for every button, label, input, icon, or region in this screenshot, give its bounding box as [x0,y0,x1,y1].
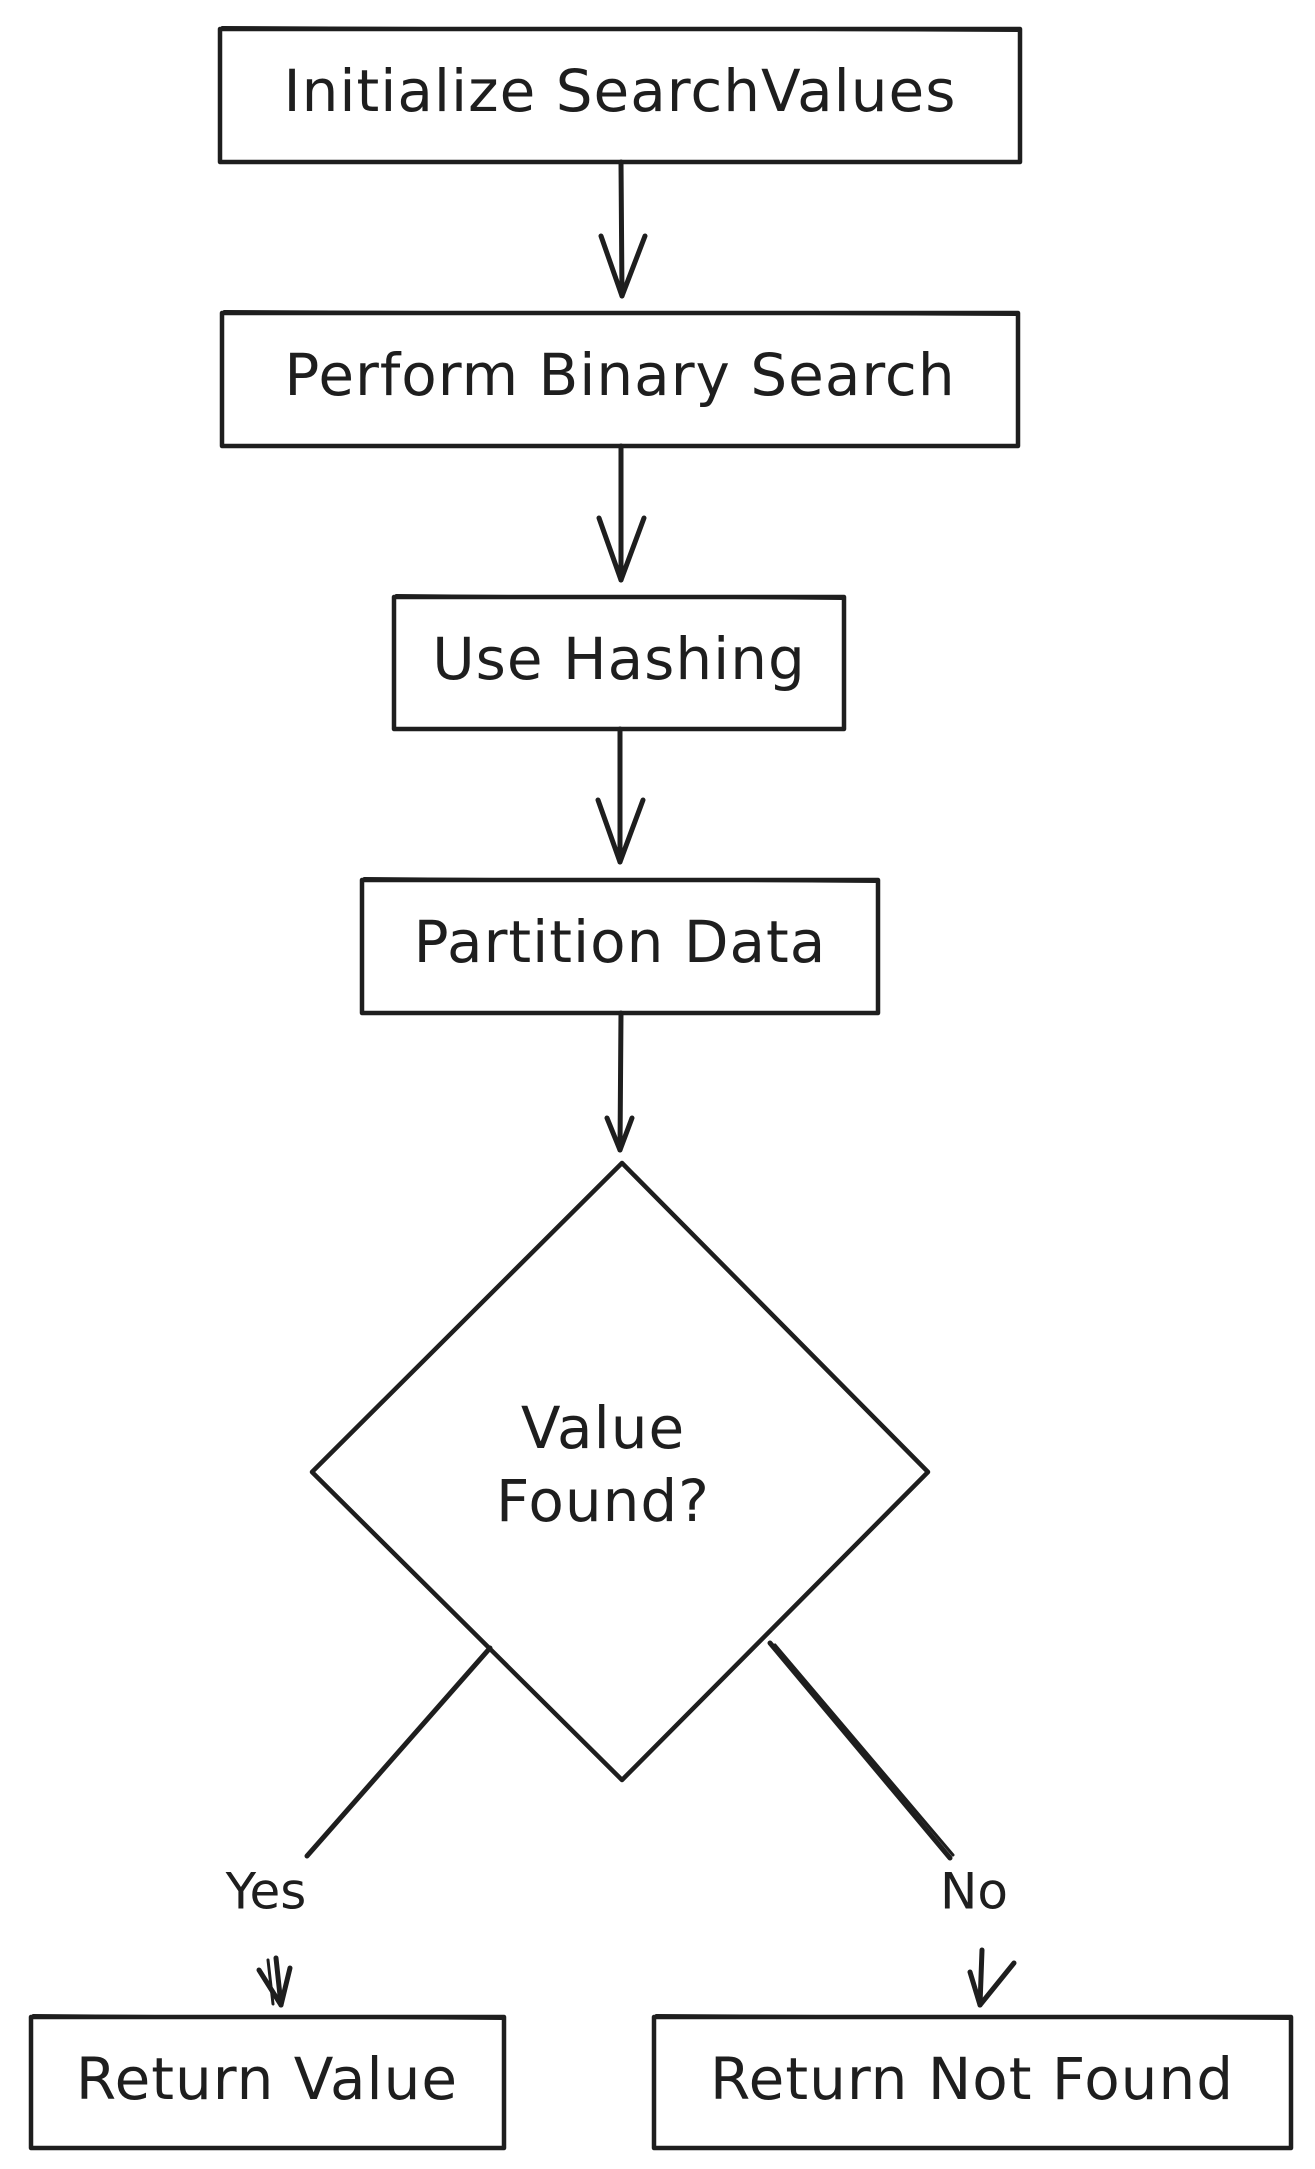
node-initialize-searchvalues[interactable]: Initialize SearchValues [217,26,1023,165]
node-return-not-found[interactable]: Return Not Found [651,2014,1294,2151]
node-return-not-found-label: Return Not Found [710,2045,1234,2113]
node-use-hashing[interactable]: Use Hashing [391,594,847,732]
node-value-found-decision[interactable]: Value Found? [309,1160,931,1783]
edge-hashing-to-partition [595,726,646,865]
edge-binary-search-to-hashing [596,443,647,583]
edge-init-to-binary-search [598,159,648,299]
edge-label-yes: Yes [225,1863,307,1921]
node-partition-data[interactable]: Partition Data [359,877,881,1016]
edge-decision-no: No [767,1640,1017,2008]
edge-partition-to-decision [604,1010,635,1153]
node-return-value[interactable]: Return Value [28,2014,507,2151]
node-initialize-label: Initialize SearchValues [284,57,957,125]
decision-label-line2: Found? [496,1467,710,1535]
node-binary-search-label: Perform Binary Search [284,341,955,409]
node-perform-binary-search[interactable]: Perform Binary Search [219,310,1021,449]
edge-decision-yes: Yes [225,1645,493,2008]
decision-label-line1: Value [521,1394,685,1462]
edge-label-no: No [940,1863,1008,1921]
node-hashing-label: Use Hashing [432,625,806,693]
node-partition-label: Partition Data [414,908,827,976]
node-return-value-label: Return Value [76,2045,458,2113]
